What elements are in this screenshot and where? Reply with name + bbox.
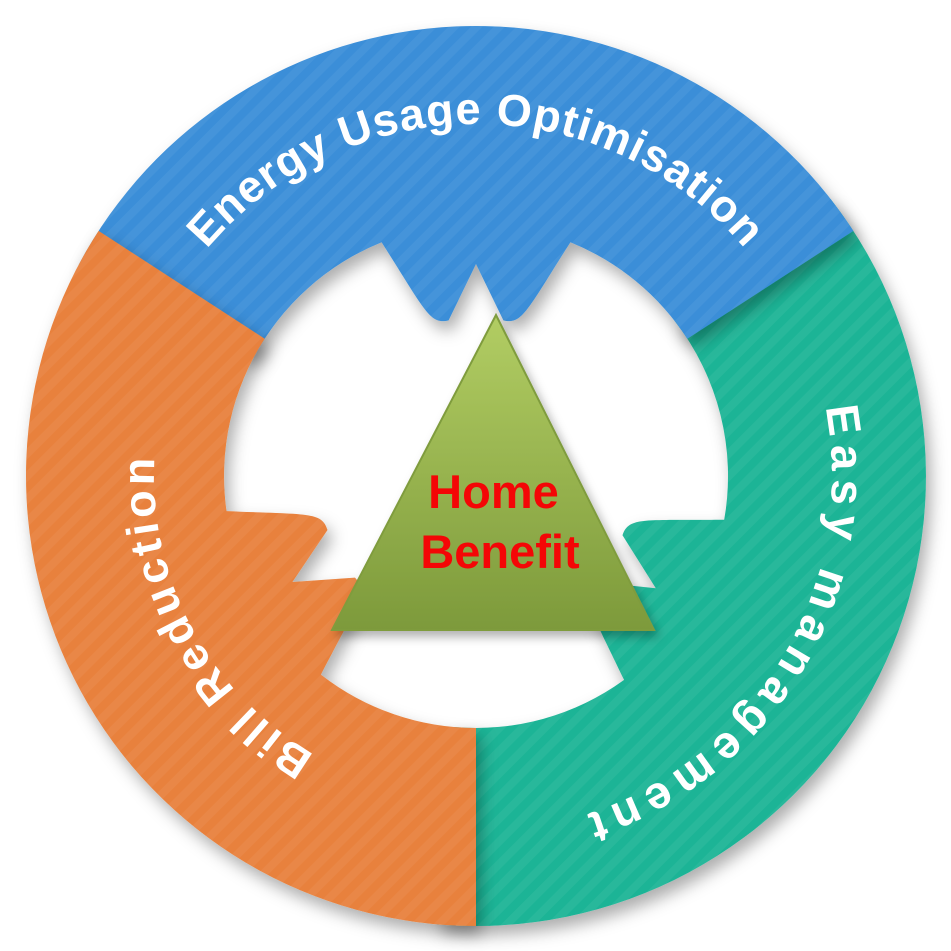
segment-texture-easy-management	[436, 199, 926, 927]
center-label-line1: Home	[428, 465, 559, 518]
center-triangle	[330, 312, 656, 631]
segment-arcs-group	[25, 25, 926, 927]
center-label-line2: Benefit	[420, 525, 580, 578]
segment-texture-energy-usage-optimisation	[78, 25, 854, 358]
center-label: Home Benefit	[420, 465, 580, 578]
segment-texture-bill-reduction	[25, 230, 477, 926]
